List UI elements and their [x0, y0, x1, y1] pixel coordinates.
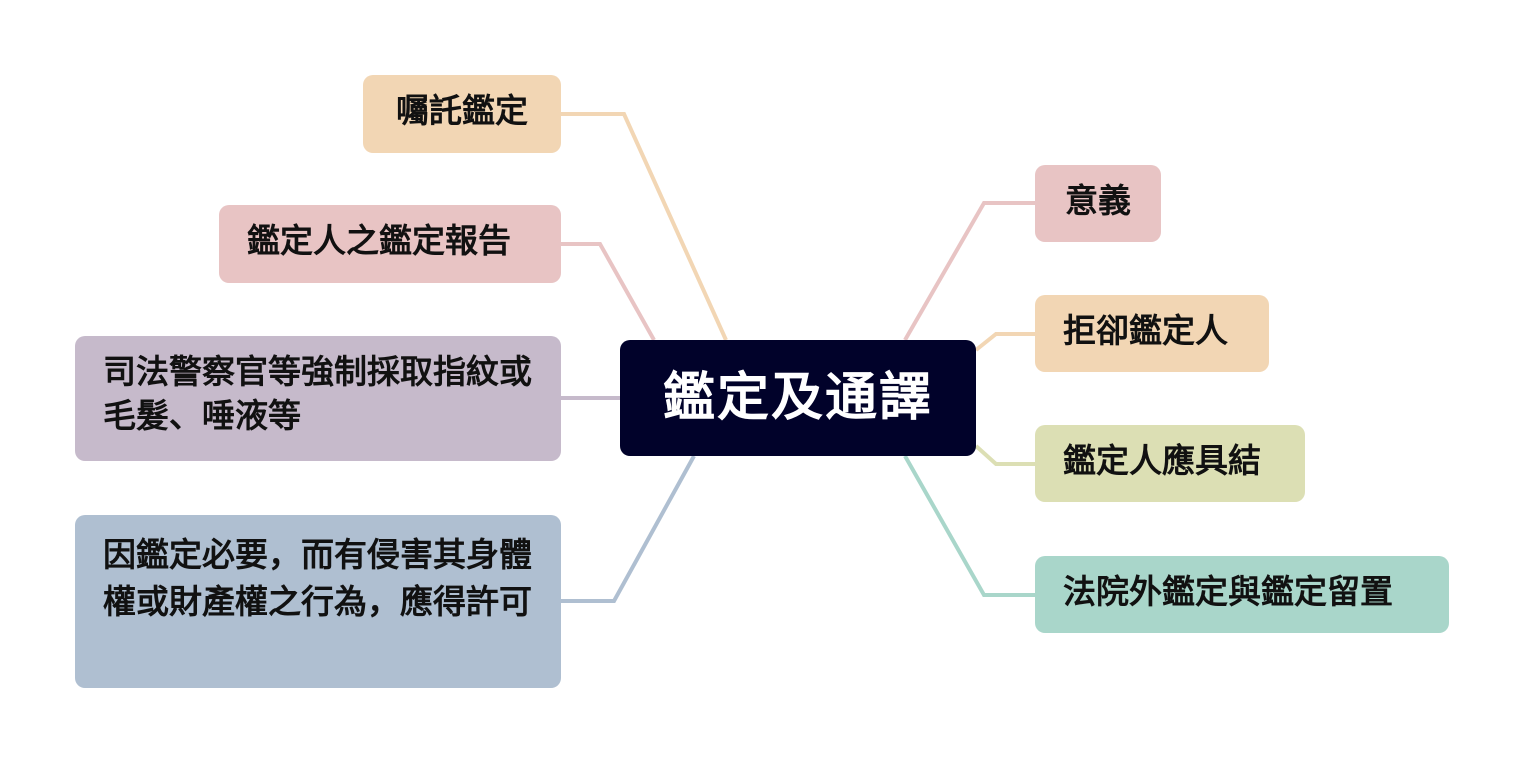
connector-right-4 [903, 455, 1036, 597]
connector-right-3 [974, 444, 1036, 466]
left-node-3: 司法警察官等強制採取指紋或毛髮、唾液等 [75, 336, 561, 461]
connector-left-1 [561, 112, 728, 341]
central-topic: 鑑定及通譯 [620, 340, 976, 456]
left-node-1: 囑託鑑定 [363, 75, 561, 153]
left-node-4: 因鑑定必要，而有侵害其身體權或財產權之行為，應得許可 [75, 515, 561, 688]
connector-right-2 [974, 332, 1036, 352]
left-node-2: 鑑定人之鑑定報告 [219, 205, 561, 283]
connector-right-1 [903, 201, 1036, 341]
right-node-2: 拒卻鑑定人 [1035, 295, 1269, 372]
right-node-1: 意義 [1035, 165, 1161, 242]
connector-left-2 [561, 242, 656, 341]
right-node-3: 鑑定人應具結 [1035, 425, 1305, 502]
right-node-4: 法院外鑑定與鑑定留置 [1035, 556, 1449, 633]
connector-left-4 [561, 455, 696, 603]
